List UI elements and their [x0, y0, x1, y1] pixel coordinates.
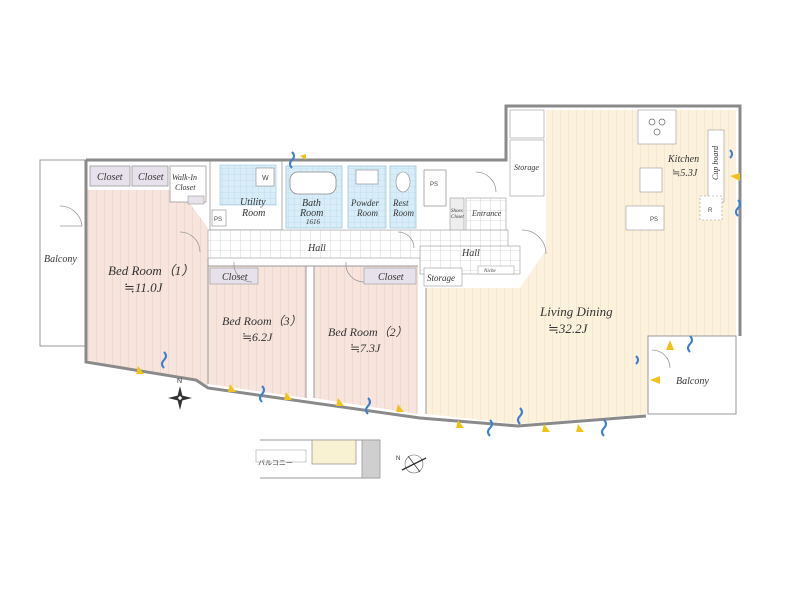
- bedroom-3-area: ≒6.2J: [242, 330, 273, 344]
- keymap-north-label: N: [396, 456, 400, 462]
- balcony-right-label: Balcony: [676, 376, 709, 387]
- walkin-closet-label-2: Closet: [175, 183, 196, 192]
- fridge-label: R: [708, 208, 713, 214]
- shoes-closet-label-1: Shoes: [451, 209, 463, 214]
- hallway: Hall Hall Storage Niche: [207, 229, 521, 287]
- niche-label: Niche: [483, 269, 496, 274]
- washer-label: W: [262, 175, 269, 182]
- walkin-closet-label-1: Walk-In: [172, 173, 197, 182]
- balcony-left-label: Balcony: [44, 254, 77, 265]
- ps-entrance: PS: [423, 169, 447, 207]
- bath-size-label: 1616: [306, 218, 321, 226]
- cupboard-label: Cup board: [711, 145, 720, 180]
- powder-label-1: Powder: [350, 198, 379, 208]
- shoes-closet-label-2: Closet: [451, 215, 464, 220]
- utility-label-1: Utility: [240, 197, 266, 208]
- living-dining-area: ≒32.2J: [548, 321, 589, 336]
- powder-room: Powder Room: [347, 165, 387, 229]
- bedroom-3-name: Bed Room（3）: [222, 314, 302, 328]
- bedroom-3: Closet Bed Room（3） ≒6.2J: [208, 266, 306, 398]
- closet-b3-label: Closet: [222, 272, 248, 283]
- balcony-right: Balcony: [647, 335, 737, 415]
- rest-label-1: Rest: [392, 198, 409, 208]
- closet-1-label: Closet: [97, 172, 123, 183]
- balcony-left: Balcony: [39, 159, 87, 347]
- key-map: バルコニー N: [248, 434, 427, 484]
- bath-room: Bath Room 1616: [285, 165, 343, 229]
- storage-kitchen-label: Storage: [514, 163, 539, 172]
- ps-1-label: PS: [214, 217, 222, 223]
- bedroom-1-name: Bed Room（1）: [108, 263, 194, 278]
- closet-2-label: Closet: [138, 172, 164, 183]
- bedroom-1: Bed Room（1） ≒11.0J: [86, 190, 208, 388]
- hall-2-label: Hall: [461, 248, 480, 259]
- hall-1-label: Hall: [307, 243, 326, 254]
- rest-room: Rest Room: [389, 165, 417, 229]
- ps-2-label: PS: [430, 182, 438, 188]
- bedroom-2-name: Bed Room（2）: [328, 325, 408, 339]
- utility-room: W Utility Room PS: [209, 159, 283, 231]
- bath-label-1: Bath: [302, 198, 321, 209]
- storage-hall-label: Storage: [427, 273, 455, 283]
- kitchen: Kitchen ≒5.3J PS Cup board R: [625, 109, 725, 231]
- entrance-label: Entrance: [471, 209, 502, 218]
- entrance: Shoes Closet Entrance: [449, 197, 507, 233]
- kitchen-name: Kitchen: [667, 154, 699, 165]
- powder-label-2: Room: [356, 208, 378, 218]
- door-swings: [59, 171, 671, 369]
- compass-north-label: N: [177, 378, 182, 385]
- ps-3-label: PS: [650, 217, 658, 223]
- kitchen-storage: Storage: [509, 109, 545, 197]
- compass: N: [168, 378, 192, 410]
- kitchen-area: ≒5.3J: [672, 168, 698, 179]
- closet-b2-label: Closet: [378, 272, 404, 283]
- closets-top: Closet Closet Walk-In Closet: [89, 165, 207, 205]
- window-markers: [136, 149, 741, 437]
- bath-label-2: Room: [299, 208, 323, 219]
- living-dining-name: Living Dining: [539, 304, 613, 319]
- utility-label-2: Room: [241, 208, 265, 219]
- bedroom-1-area: ≒11.0J: [124, 280, 164, 295]
- rest-label-2: Room: [392, 208, 414, 218]
- outer-walls: [84, 104, 742, 428]
- bedroom-2: Closet Bed Room（2） ≒7.3J: [314, 266, 418, 414]
- bedroom-2-area: ≒7.3J: [350, 341, 381, 355]
- keymap-balcony-label: バルコニー: [258, 459, 293, 467]
